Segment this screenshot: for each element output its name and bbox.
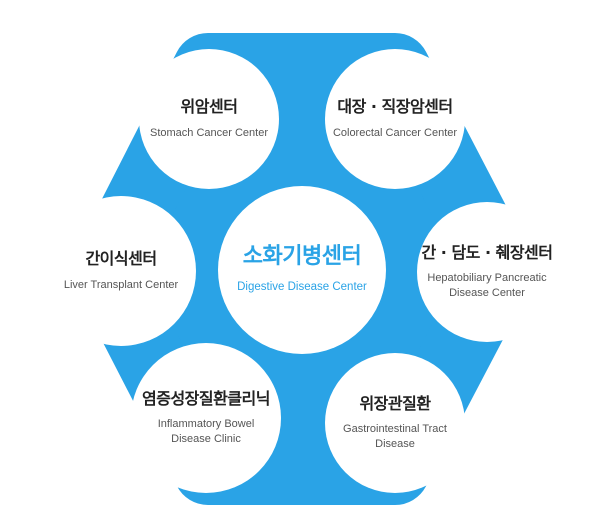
node-title: 간 · 담도 · 췌장센터	[421, 243, 553, 263]
node-subtitle: Stomach Cancer Center	[150, 126, 268, 139]
node-liver-transplant-center[interactable]: 간이식센터 Liver Transplant Center	[46, 196, 196, 346]
node-subtitle: Inflammatory Bowel Disease Clinic	[157, 418, 255, 446]
node-inflammatory-bowel-disease-clinic[interactable]: 염증성장질환클리닉 Inflammatory Bowel Disease Cli…	[131, 343, 281, 493]
node-stomach-cancer-center[interactable]: 위암센터 Stomach Cancer Center	[139, 49, 279, 189]
node-title: 위암센터	[180, 97, 238, 117]
node-title: 간이식센터	[85, 249, 157, 269]
node-hepatobiliary-pancreatic-center[interactable]: 간 · 담도 · 췌장센터 Hepatobiliary Pancreatic D…	[417, 202, 557, 342]
node-title: 염증성장질환클리닉	[142, 389, 270, 409]
node-digestive-disease-center[interactable]: 소화기병센터 Digestive Disease Center	[218, 186, 386, 354]
node-title: 위장관질환	[359, 394, 431, 414]
node-subtitle: Hepatobiliary Pancreatic Disease Center	[427, 272, 547, 300]
node-subtitle: Colorectal Cancer Center	[332, 126, 458, 139]
node-subtitle: Liver Transplant Center	[63, 278, 179, 291]
center-title: 소화기병센터	[242, 244, 362, 270]
node-colorectal-cancer-center[interactable]: 대장 · 직장암센터 Colorectal Cancer Center	[325, 49, 465, 189]
node-subtitle: Gastrointestinal Tract Disease	[343, 423, 447, 451]
node-gastrointestinal-tract-disease[interactable]: 위장관질환 Gastrointestinal Tract Disease	[325, 353, 465, 493]
node-title: 대장 · 직장암센터	[337, 97, 453, 117]
center-subtitle: Digestive Disease Center	[237, 281, 367, 294]
